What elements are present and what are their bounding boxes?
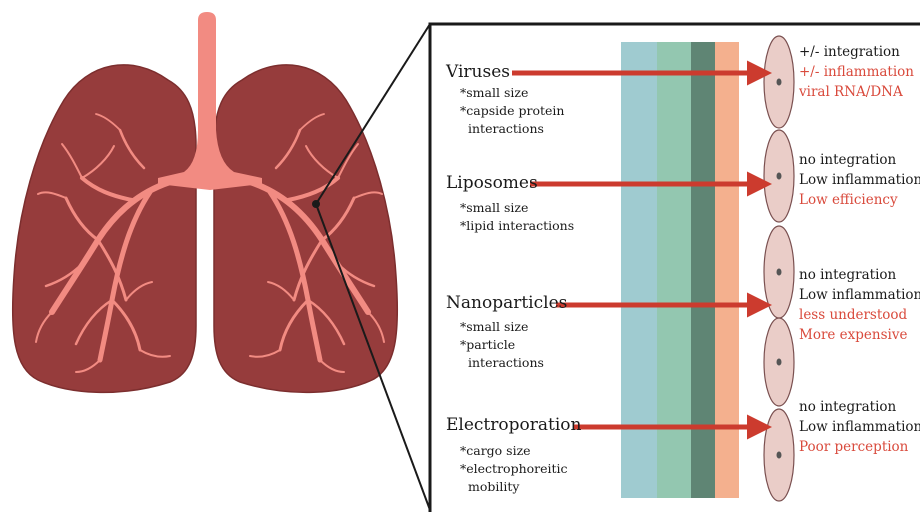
outcome-line: less understood (799, 305, 920, 325)
method-bullets-electroporation: *cargo size *electrophoreitic mobility (460, 442, 568, 496)
membrane-layer-3 (691, 42, 715, 498)
nucleus (777, 269, 782, 276)
membrane-layer-1 (621, 42, 657, 498)
outcome-line: +/- inflammation (799, 62, 914, 82)
method-bullets-viruses: *small size *capside protein interaction… (460, 84, 564, 138)
method-name-viruses: Viruses (446, 62, 510, 82)
method-name-nanoparticles: Nanoparticles (446, 293, 567, 313)
outcomes-viruses: +/- integration +/- inflammation viral R… (799, 42, 914, 102)
outcome-line: viral RNA/DNA (799, 82, 914, 102)
nucleus (777, 452, 782, 459)
membrane-layer-4 (715, 42, 739, 498)
nucleus (777, 173, 782, 180)
method-bullets-nanoparticles: *small size *particle interactions (460, 318, 544, 372)
method-name-electroporation: Electroporation (446, 415, 581, 435)
outcome-line: Poor perception (799, 437, 920, 457)
outcome-line: Low inflammation (799, 285, 920, 305)
nucleus (777, 359, 782, 366)
outcome-line: Low efficiency (799, 190, 920, 210)
outcome-line: More expensive (799, 325, 920, 345)
outcomes-nanoparticles: no integration Low inflammation less und… (799, 265, 920, 345)
membrane-layer-2 (657, 42, 691, 498)
outcome-line: no integration (799, 265, 920, 285)
outcomes-liposomes: no integration Low inflammation Low effi… (799, 150, 920, 210)
outcome-line: no integration (799, 397, 920, 417)
method-bullets-liposomes: *small size *lipid interactions (460, 199, 574, 235)
nucleus (777, 79, 782, 86)
outcome-line: Low inflammation (799, 170, 920, 190)
right-lung (214, 65, 397, 393)
outcome-line: no integration (799, 150, 920, 170)
outcome-line: Low inflammation (799, 417, 920, 437)
outcome-line: +/- integration (799, 42, 914, 62)
outcomes-electroporation: no integration Low inflammation Poor per… (799, 397, 920, 457)
method-name-liposomes: Liposomes (446, 173, 538, 193)
